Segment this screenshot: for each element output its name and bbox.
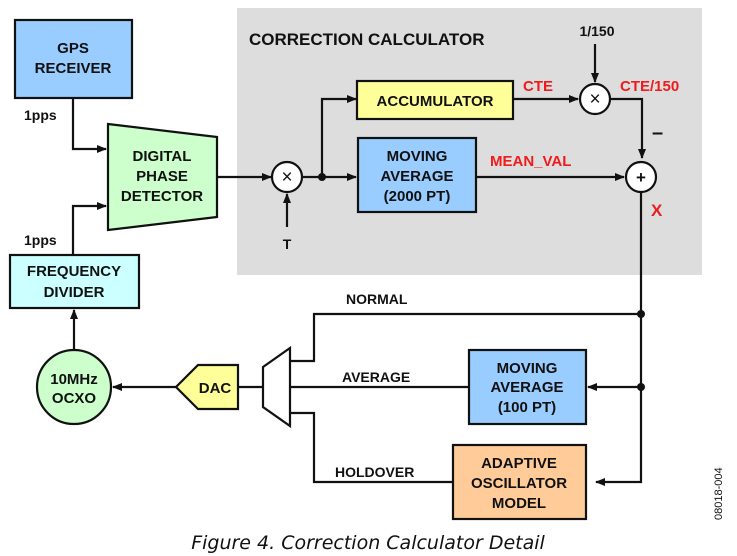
multiplexer [261,345,292,429]
gps-pps-label: 1pps [24,107,57,123]
accumulator-block: ACCUMULATOR [355,79,515,121]
wire-gps-to-detector [71,98,107,153]
model-label-1: ADAPTIVE [481,455,557,472]
cte-label: CTE [523,78,553,95]
model-label-3: MODEL [492,495,546,512]
dac-label: DAC [199,380,232,397]
minus-sign: – [652,122,663,144]
adaptive-oscillator-model-block: ADAPTIVE OSCILLATOR MODEL [451,443,588,521]
moving-average-2000-block: MOVING AVERAGE (2000 PT) [356,136,478,214]
moving-average-100-block: MOVING AVERAGE (100 PT) [467,348,588,426]
mean-val-label: MEAN_VAL [490,153,571,170]
multiplier-t: × [270,160,304,194]
cte-scaled-label: CTE/150 [620,78,679,95]
wire-normal [290,312,641,363]
ocxo-label-2: OCXO [52,390,97,407]
ma100-label-2: AVERAGE [490,379,563,396]
ma2000-label-3: (2000 PT) [384,188,451,205]
ma100-label-3: (100 PT) [498,399,556,416]
x-output-label: X [651,201,663,220]
gps-receiver-block: GPS RECEIVER [13,18,134,100]
accumulator-label: ACCUMULATOR [377,93,494,110]
mux-input-holdover: HOLDOVER [335,464,414,480]
wire-holdover [290,411,453,484]
detector-label-3: DETECTOR [121,188,203,205]
digital-phase-detector-block: DIGITAL PHASE DETECTOR [106,122,219,232]
wire-x-bus [595,192,643,486]
ocxo-label-1: 10MHz [50,371,98,388]
multiply-icon: × [281,167,292,188]
detector-label-2: PHASE [136,168,188,185]
ma100-label-1: MOVING [497,360,558,377]
wire-divider-to-detector [71,202,107,255]
frequency-divider-block: FREQUENCY DIVIDER [8,253,141,310]
region-title: CORRECTION CALCULATOR [249,30,484,49]
wire-node-to-accumulator [320,95,357,177]
plus-icon: + [636,168,646,187]
t-input-label: T [283,236,292,252]
ocxo-block: 10MHz OCXO [35,348,113,426]
divider-label-1: FREQUENCY [27,263,121,280]
gps-receiver-label-2: RECEIVER [35,60,112,77]
divider-label-2: DIVIDER [44,284,105,301]
gps-receiver-label-1: GPS [57,40,89,57]
summer: + [624,160,658,194]
dac-block: DAC [174,363,240,411]
model-label-2: OSCILLATOR [471,475,567,492]
divider-pps-label: 1pps [24,232,57,248]
ma2000-label-2: AVERAGE [380,168,453,185]
mux-input-average: AVERAGE [342,369,410,385]
figure-caption: Figure 4. Correction Calculator Detail [191,532,545,554]
scale-input-label: 1/150 [579,23,614,39]
multiplier-cte: × [578,82,612,116]
ma2000-label-1: MOVING [387,148,448,165]
detector-label-1: DIGITAL [133,148,192,165]
figure-code: 08018-004 [713,467,725,520]
multiply-icon: × [589,89,600,110]
mux-input-normal: NORMAL [346,291,408,307]
wire-cte-to-summer [610,97,646,159]
